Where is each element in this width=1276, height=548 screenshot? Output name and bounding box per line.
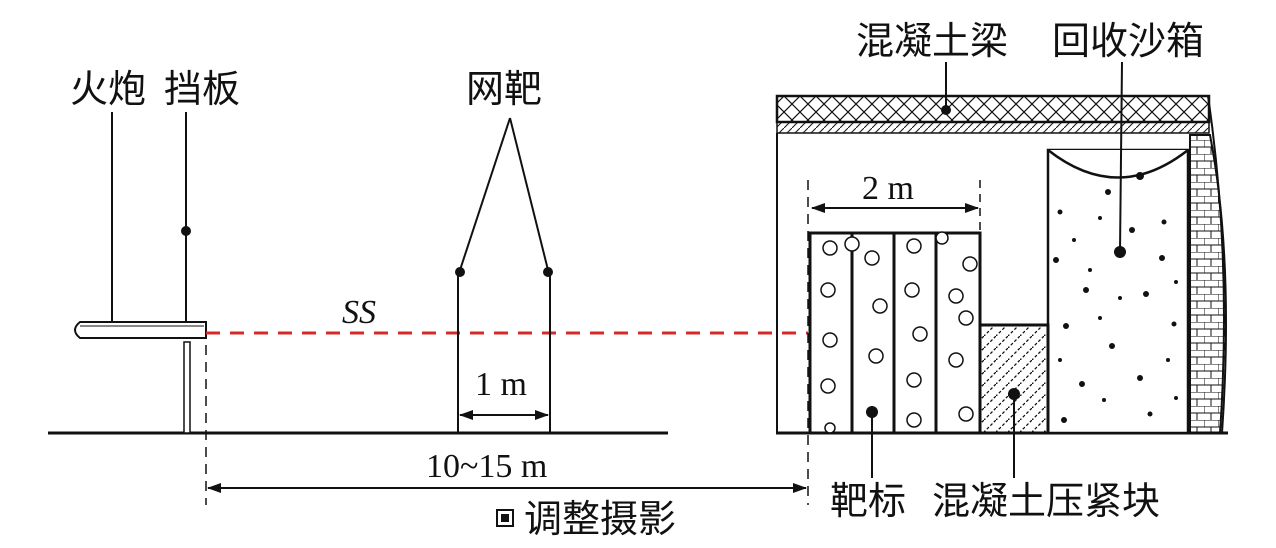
net-spacing-label: 1 m xyxy=(475,366,527,403)
recovery-sandbox-label: 回收沙箱 xyxy=(1052,19,1205,63)
gun xyxy=(74,112,207,339)
net-target xyxy=(455,117,553,433)
concrete-beam-label: 混凝土梁 xyxy=(856,19,1009,63)
target-width-label: 2 m xyxy=(862,170,914,207)
camera-icon xyxy=(496,509,514,527)
recovery-sandbox xyxy=(1046,148,1190,435)
target-marker-blocks xyxy=(808,231,982,435)
baffle-label: 挡板 xyxy=(164,67,241,111)
camera-label: 调整摄影 xyxy=(524,497,677,541)
distance-label: 10~15 m xyxy=(426,448,548,485)
net-target-label: 网靶 xyxy=(466,67,543,111)
target-marker-label: 靶标 xyxy=(830,479,907,523)
enclosure xyxy=(776,95,1227,434)
concrete-block-label: 混凝土压紧块 xyxy=(932,479,1161,523)
leader-sandbox xyxy=(1119,61,1123,253)
baffle xyxy=(181,112,191,434)
trajectory-label: SS xyxy=(342,294,376,331)
concrete-beam xyxy=(775,94,1211,134)
gun-label: 火炮 xyxy=(70,67,147,111)
